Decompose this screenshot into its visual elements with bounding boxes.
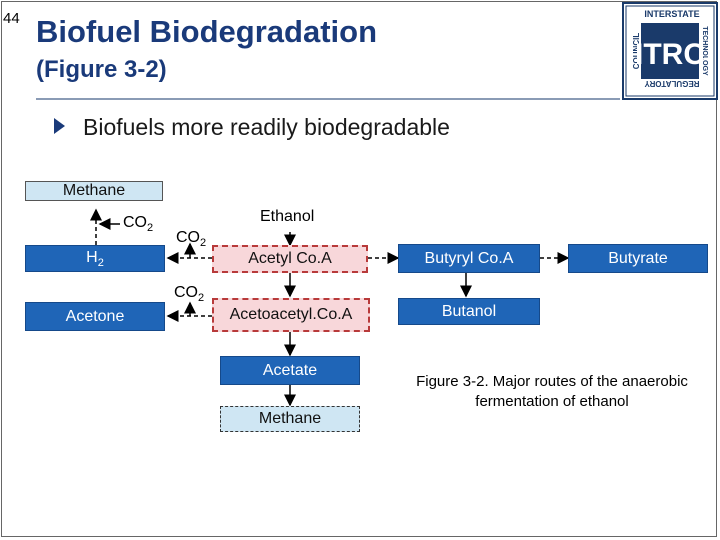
bullet-point: Biofuels more readily biodegradable (54, 114, 450, 141)
methane-bottom-label: Methane (258, 410, 322, 427)
butyrate-box: Butyrate (568, 244, 708, 273)
bullet-text: Biofuels more readily biodegradable (83, 114, 450, 140)
logo-left-text: COUNCIL (632, 33, 641, 70)
itrc-logo: INTERSTATE REGULATORY COUNCIL TECHNOLOGY… (622, 2, 718, 100)
methane-top-box: Methane (25, 181, 163, 201)
slide-number: 44 (3, 10, 20, 27)
acetyl-coa-box: Acetyl Co.A (212, 245, 368, 273)
logo-bottom-text: REGULATORY (644, 79, 700, 88)
h2-label: H2 (86, 248, 104, 269)
butyryl-coa-box: Butyryl Co.A (398, 244, 540, 273)
title-divider (36, 98, 620, 100)
acetone-label: Acetone (65, 307, 125, 325)
figure-caption: Figure 3-2. Major routes of the anaerobi… (416, 373, 688, 410)
co2-label-1: CO2 (123, 214, 154, 234)
butyryl-coa-label: Butyryl Co.A (424, 249, 514, 267)
methane-bottom-box: Methane (220, 406, 360, 432)
acetoacetyl-coa-box: Acetoacetyl.Co.A (212, 298, 370, 332)
co2-label-3: CO2 (174, 284, 205, 304)
acetoacetyl-coa-label: Acetoacetyl.Co.A (229, 306, 353, 323)
slide-title: Biofuel Biodegradation (36, 14, 377, 49)
methane-top-label: Methane (62, 182, 126, 199)
logo-right-text: TECHNOLOGY (701, 26, 708, 76)
co2-label-2: CO2 (176, 229, 207, 249)
ethanol-label: Ethanol (260, 208, 315, 225)
acetate-label: Acetate (262, 361, 318, 379)
h2-box: H2 (25, 245, 165, 272)
logo-top-text: INTERSTATE (644, 9, 699, 19)
acetyl-coa-label: Acetyl Co.A (248, 250, 332, 267)
bullet-triangle-icon (54, 118, 65, 134)
logo-main-text: ITRC (635, 38, 705, 71)
acetate-box: Acetate (220, 356, 360, 385)
acetone-box: Acetone (25, 302, 165, 331)
slide-subtitle: (Figure 3-2) (36, 56, 167, 83)
butanol-label: Butanol (441, 302, 497, 320)
butanol-box: Butanol (398, 298, 540, 325)
butyrate-label: Butyrate (608, 249, 668, 267)
